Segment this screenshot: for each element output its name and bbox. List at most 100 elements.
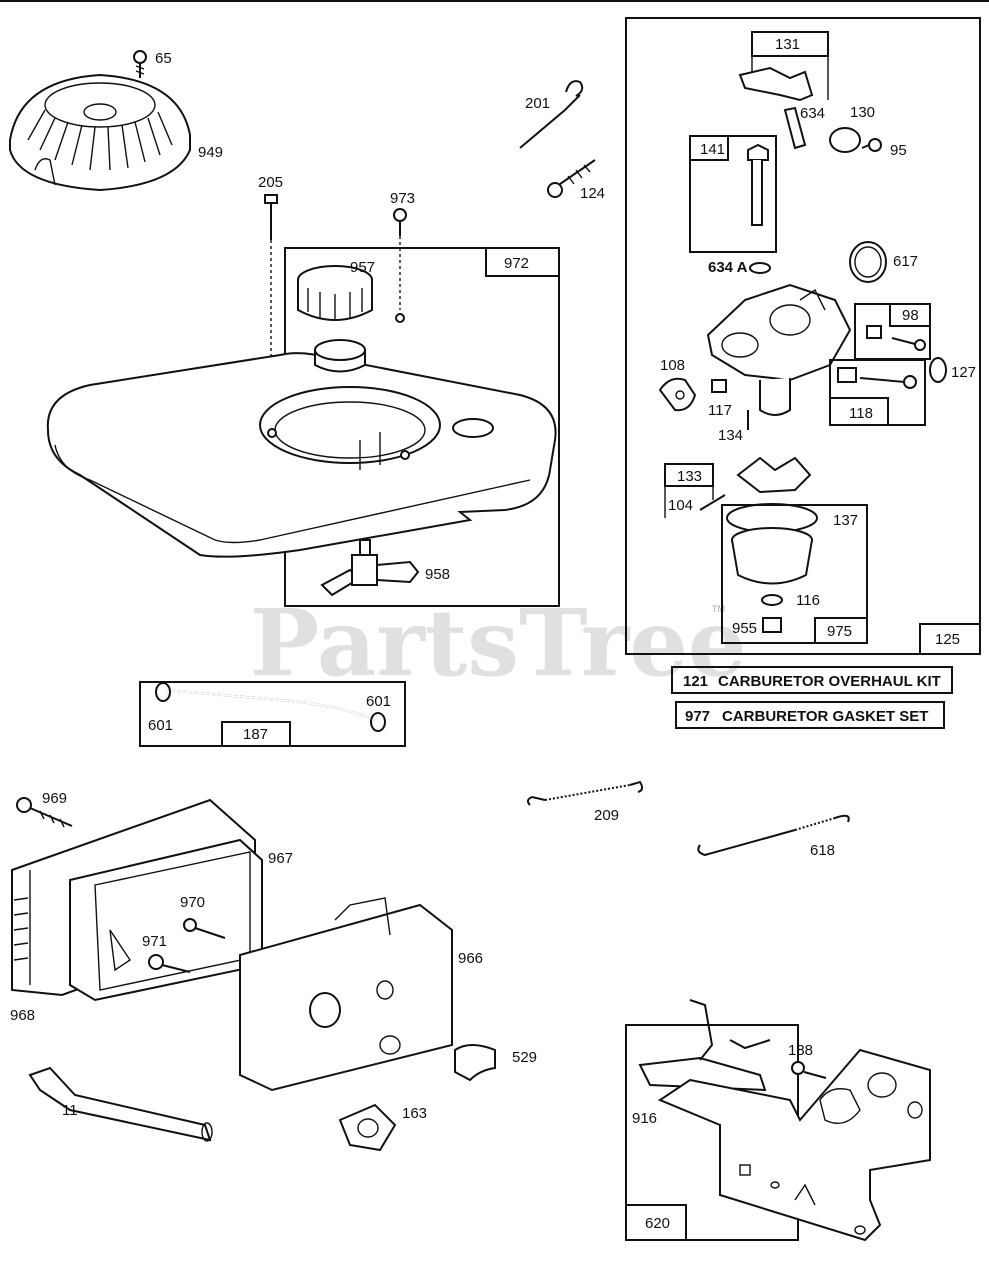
kit-121-number: 121 — [683, 673, 708, 690]
label-134: 134 — [718, 427, 743, 444]
label-970: 970 — [180, 894, 205, 911]
box-131 — [751, 31, 829, 57]
label-130: 130 — [850, 104, 875, 121]
part-127-oring[interactable] — [929, 357, 947, 383]
label-205: 205 — [258, 174, 283, 191]
part-916-lever[interactable] — [638, 999, 771, 1092]
label-104: 104 — [668, 497, 693, 514]
label-131: 131 — [775, 36, 800, 53]
label-916: 916 — [632, 1110, 657, 1127]
box-187-tag — [221, 721, 291, 747]
box-975 — [721, 504, 868, 644]
label-137: 137 — [833, 512, 858, 529]
label-98: 98 — [902, 307, 919, 324]
part-108-plate[interactable] — [658, 377, 697, 412]
part-949-cover[interactable] — [9, 73, 191, 192]
part-201-link[interactable] — [519, 80, 584, 149]
label-620: 620 — [645, 1215, 670, 1232]
label-141: 141 — [700, 141, 725, 158]
label-108: 108 — [660, 357, 685, 374]
part-617-gasket[interactable] — [849, 241, 887, 283]
part-98-screws[interactable] — [866, 325, 926, 351]
part-970-screw[interactable] — [183, 918, 226, 939]
part-969-screw[interactable] — [16, 797, 73, 828]
label-634a: 634 A — [708, 259, 748, 276]
label-65: 65 — [155, 50, 172, 67]
label-601-left: 601 — [148, 717, 173, 734]
label-972: 972 — [504, 255, 529, 272]
part-116-washer[interactable] — [761, 594, 783, 606]
part-124-screw[interactable] — [547, 159, 596, 198]
label-957: 957 — [350, 259, 375, 276]
part-955-nut[interactable] — [762, 617, 782, 633]
kit-121-box — [671, 666, 953, 694]
part-65-screw[interactable] — [133, 50, 147, 78]
part-141-throttle-shaft[interactable] — [747, 143, 769, 226]
box-620-tag — [625, 1204, 687, 1241]
label-209: 209 — [594, 807, 619, 824]
part-958-valve[interactable] — [320, 539, 420, 597]
label-124: 124 — [580, 185, 605, 202]
label-618: 618 — [810, 842, 835, 859]
label-949: 949 — [198, 144, 223, 161]
part-601-clamp-right[interactable] — [370, 712, 386, 732]
part-130-plate[interactable] — [829, 127, 861, 153]
part-95-screw[interactable] — [861, 138, 882, 152]
label-116: 116 — [796, 592, 820, 609]
part-carburetor-body[interactable] — [706, 283, 852, 416]
part-957-cap[interactable] — [297, 265, 373, 321]
box-972-tag — [485, 247, 560, 277]
part-control-bracket[interactable] — [657, 1048, 931, 1242]
label-529: 529 — [512, 1049, 537, 1066]
part-11-tube[interactable] — [28, 1066, 213, 1142]
part-634a-washer[interactable] — [749, 262, 771, 274]
part-601-clamp-left[interactable] — [155, 682, 171, 702]
label-187: 187 — [243, 726, 268, 743]
label-127: 127 — [951, 364, 976, 381]
label-188: 188 — [788, 1042, 813, 1059]
label-971: 971 — [142, 933, 167, 950]
part-163-gasket[interactable] — [338, 1103, 397, 1152]
box-125-tag — [919, 623, 981, 655]
part-209-spring[interactable] — [526, 780, 644, 806]
label-601-right: 601 — [366, 693, 391, 710]
kit-977-number: 977 — [685, 708, 710, 725]
part-971-screw[interactable] — [148, 954, 191, 973]
label-966: 966 — [458, 950, 483, 967]
label-201: 201 — [525, 95, 550, 112]
box-975-tag — [814, 617, 868, 644]
label-973: 973 — [390, 190, 415, 207]
label-11: 11 — [62, 1102, 78, 1119]
part-975-bowl[interactable] — [731, 527, 813, 585]
part-104-pin[interactable] — [699, 494, 726, 511]
box-133-tag — [664, 463, 714, 487]
label-634: 634 — [800, 105, 825, 122]
part-618-spring[interactable] — [697, 814, 850, 857]
box-125 — [625, 17, 981, 655]
label-968: 968 — [10, 1007, 35, 1024]
label-163: 163 — [402, 1105, 427, 1122]
part-133-float[interactable] — [736, 456, 812, 494]
label-955: 955 — [732, 620, 757, 637]
box-141 — [689, 135, 777, 253]
part-529-elbow[interactable] — [454, 1044, 496, 1082]
part-118-needle[interactable] — [837, 367, 917, 389]
part-tank-body[interactable] — [46, 313, 557, 558]
kit-977-name: CARBURETOR GASKET SET — [722, 708, 928, 725]
part-966-cover[interactable] — [239, 897, 453, 1092]
label-969: 969 — [42, 790, 67, 807]
box-141-tag — [689, 135, 729, 161]
box-118-tag — [829, 397, 889, 426]
part-973-screw[interactable] — [393, 208, 407, 310]
label-125: 125 — [935, 631, 960, 648]
part-187-fuel-line[interactable] — [164, 689, 376, 721]
label-617: 617 — [893, 253, 918, 270]
part-131-choke-lever[interactable] — [738, 66, 814, 150]
box-133-sides — [664, 486, 714, 518]
part-188-screw[interactable] — [791, 1061, 827, 1079]
label-133: 133 — [677, 468, 702, 485]
label-967: 967 — [268, 850, 293, 867]
part-117-spring[interactable] — [711, 379, 727, 393]
